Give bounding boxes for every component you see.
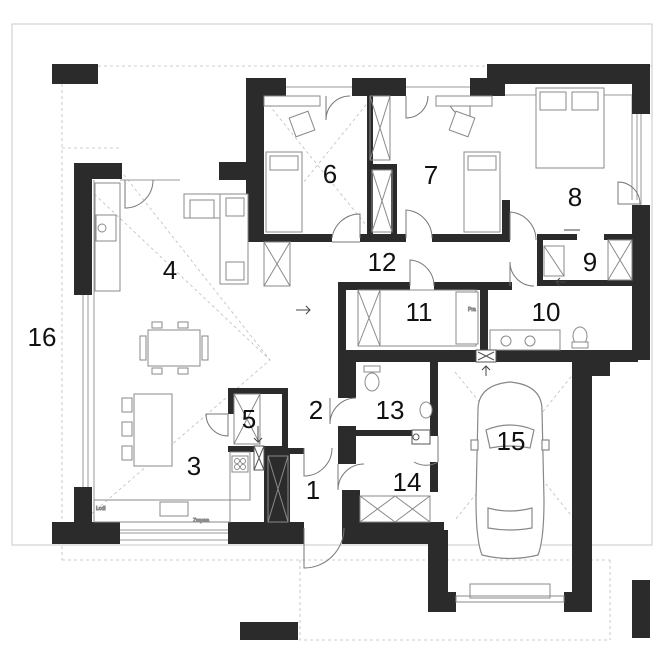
room-label-4: 4 (163, 255, 177, 285)
room-label-14: 14 (393, 467, 422, 497)
garage-door (455, 583, 565, 603)
room-label-15: 15 (497, 426, 526, 456)
room-label-16: 16 (28, 322, 57, 352)
car-icon (470, 381, 550, 560)
room-label-12: 12 (368, 247, 397, 277)
dashed-guides (61, 65, 652, 641)
bed-icon (265, 87, 605, 233)
kitchen-island (121, 393, 173, 467)
room-label-2: 2 (309, 395, 323, 425)
svg-text:Pra: Pra (468, 307, 476, 313)
room-label-10: 10 (532, 297, 561, 327)
room-label-3: 3 (187, 451, 201, 481)
bathtub-icon: Pra (455, 291, 561, 351)
sofa-icon (183, 193, 249, 285)
kitchen-counter: Lodi Zmywa (93, 451, 251, 525)
room-label-11: 11 (406, 297, 433, 327)
dining-table-icon (139, 321, 209, 375)
doors (124, 95, 641, 569)
room-label-13: 13 (376, 395, 405, 425)
room-labels: 1 2 3 4 5 6 7 8 9 10 11 12 13 14 15 16 (28, 159, 598, 505)
svg-text:Lodi: Lodi (96, 506, 105, 512)
walls (52, 64, 650, 640)
appliance-column (95, 214, 117, 242)
room-label-9: 9 (583, 247, 597, 277)
room-label-1: 1 (306, 475, 320, 505)
room-label-7: 7 (424, 160, 438, 190)
desk-chairs (263, 95, 493, 138)
svg-text:Zmywa: Zmywa (193, 518, 209, 524)
windows (82, 86, 642, 541)
boiler-icon (253, 349, 497, 471)
room-label-6: 6 (323, 159, 337, 189)
room-label-5: 5 (242, 404, 256, 434)
room-label-8: 8 (568, 182, 582, 212)
toilet-icon (363, 326, 589, 419)
site-outline (11, 23, 653, 546)
shower-icon (543, 245, 565, 277)
arrows (253, 229, 580, 443)
